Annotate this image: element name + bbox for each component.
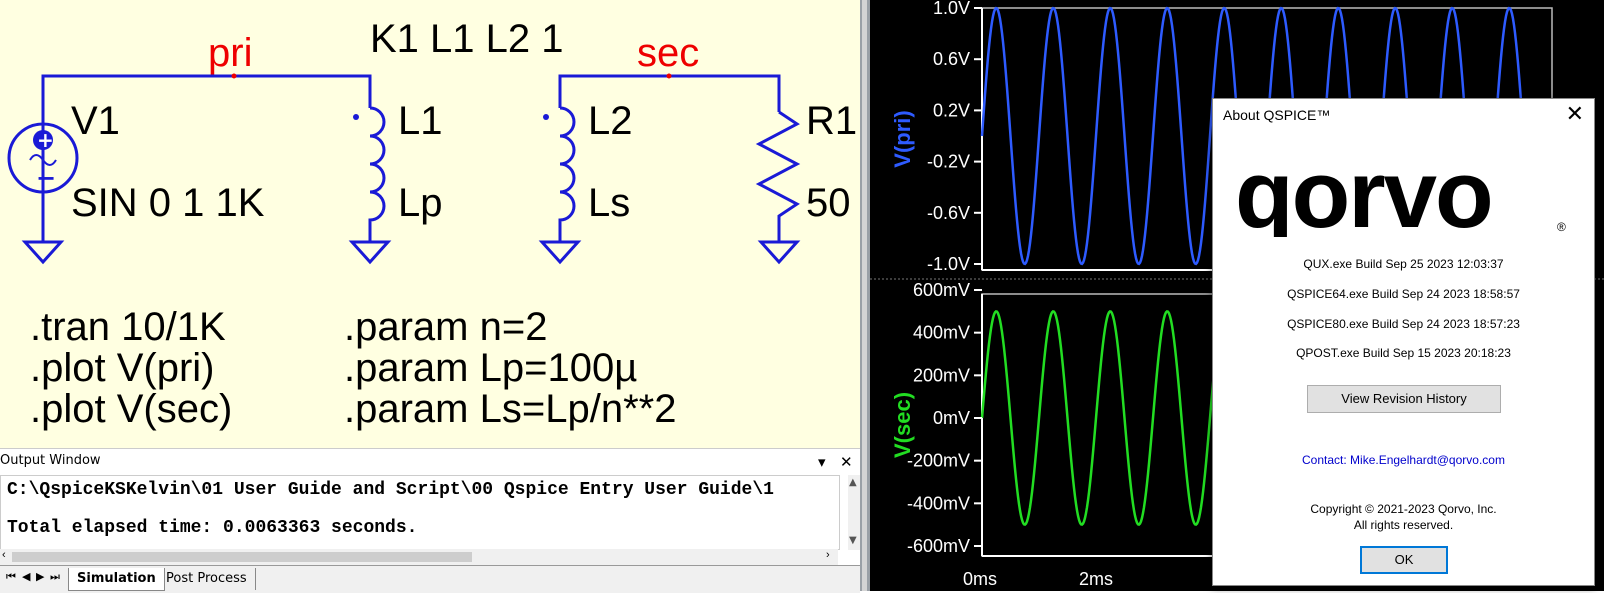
y-tick-label: 200mV (913, 365, 970, 385)
scroll-up-icon[interactable]: ▲ (849, 477, 857, 488)
dropdown-arrow-icon[interactable]: ▾ (818, 453, 826, 471)
directive-plot-pri[interactable]: .plot V(pri) (30, 346, 215, 390)
build-line-qspice64: QSPICE64.exe Build Sep 24 2023 18:58:57 (1287, 287, 1520, 301)
directive-param-ls[interactable]: .param Ls=Lp/n**2 (344, 387, 676, 431)
net-junction (666, 73, 672, 79)
net-label-pri[interactable]: pri (208, 31, 252, 75)
y-tick-label: -600mV (907, 536, 970, 556)
svg-text:−: − (36, 164, 56, 192)
y-axis-label-sec[interactable]: V(sec) (890, 392, 915, 458)
phase-dot (353, 114, 359, 120)
directive-tran[interactable]: .tran 10/1K (30, 305, 226, 349)
l1-name[interactable]: L1 (398, 99, 443, 143)
contact-link[interactable]: Contact: Mike.Engelhardt@qorvo.com (1302, 453, 1505, 467)
tab-post-process[interactable]: Post Process (158, 568, 256, 590)
v1-name[interactable]: V1 (71, 99, 120, 143)
tab-simulation[interactable]: Simulation (68, 568, 165, 591)
ground-symbol (538, 240, 582, 265)
coupling-directive[interactable]: K1 L1 L2 1 (370, 17, 564, 61)
vertical-scrollbar[interactable]: ▲ ▼ (848, 475, 860, 550)
horizontal-scroll-thumb[interactable] (12, 552, 472, 562)
y-tick-label: 400mV (913, 323, 970, 343)
scroll-left-icon[interactable]: ‹ (2, 549, 6, 561)
build-line-qpost: QPOST.exe Build Sep 15 2023 20:18:23 (1296, 346, 1511, 360)
copyright-text: Copyright © 2021-2023 Qorvo, Inc. (1310, 502, 1497, 516)
y-tick-label: -400mV (907, 493, 970, 513)
ground-symbol (348, 240, 392, 265)
close-icon[interactable]: ✕ (1565, 101, 1584, 126)
about-dialog: About QSPICE™ ✕ qorvo ® QUX.exe Build Se… (1212, 98, 1595, 586)
ground-symbol (21, 240, 65, 265)
build-line-qspice80: QSPICE80.exe Build Sep 24 2023 18:57:23 (1287, 317, 1520, 331)
pane-splitter[interactable] (860, 0, 870, 591)
y-tick-label: -0.2V (927, 152, 970, 172)
directive-param-n[interactable]: .param n=2 (344, 305, 547, 349)
r1-name[interactable]: R1 (806, 99, 857, 143)
output-window-title: Output Window (0, 453, 101, 468)
ok-button[interactable]: OK (1360, 546, 1448, 574)
inductor-l1[interactable] (368, 106, 386, 242)
y-tick-label: 0mV (933, 408, 970, 428)
output-line-path: C:\QspiceKSKelvin\01 User Guide and Scri… (7, 480, 774, 500)
sine-icon (29, 154, 57, 166)
close-icon[interactable]: ✕ (840, 453, 853, 471)
y-tick-label: -200mV (907, 451, 970, 471)
registered-mark: ® (1557, 220, 1566, 234)
qorvo-logo: qorvo ® (1235, 147, 1566, 237)
net-label-sec[interactable]: sec (637, 31, 699, 75)
l1-value[interactable]: Lp (398, 181, 443, 225)
schematic-canvas[interactable]: + − pri sec K1 L1 L2 1 V1 SIN 0 1 1K L1 … (0, 0, 860, 448)
y-axis-label-pri[interactable]: V(pri) (890, 110, 915, 167)
schematic-editor[interactable]: + − pri sec K1 L1 L2 1 V1 SIN 0 1 1K L1 … (0, 0, 860, 448)
output-tab-bar: ⏮ ◀ ▶ ⏭ Simulation Post Process (0, 565, 860, 593)
dialog-title: About QSPICE™ (1223, 107, 1331, 123)
net-junction (231, 73, 237, 79)
directive-param-lp[interactable]: .param Lp=100µ (344, 346, 637, 390)
view-revision-history-button[interactable]: View Revision History (1307, 385, 1501, 413)
y-tick-label: 0.6V (933, 49, 970, 69)
scroll-down-icon[interactable]: ▼ (849, 535, 857, 546)
tab-next-icon[interactable]: ▶ (36, 570, 45, 583)
splitter-grip[interactable] (862, 0, 867, 591)
svg-text:+: + (37, 128, 54, 152)
horizontal-scrollbar[interactable]: ‹ › (0, 549, 838, 565)
logo-text: qorvo (1235, 147, 1492, 237)
v1-value[interactable]: SIN 0 1 1K (71, 181, 265, 225)
inductor-l2[interactable] (558, 106, 576, 242)
x-tick-label: 2ms (1079, 569, 1113, 589)
output-window: Output Window ▾ ✕ C:\QspiceKSKelvin\01 U… (0, 448, 860, 593)
l2-value[interactable]: Ls (588, 181, 630, 225)
tab-prev-icon[interactable]: ◀ (22, 570, 31, 583)
y-tick-label: -0.6V (927, 203, 970, 223)
resistor-r1[interactable] (755, 110, 801, 242)
rights-text: All rights reserved. (1353, 518, 1454, 532)
y-tick-label: 1.0V (933, 0, 970, 18)
tab-last-icon[interactable]: ⏭ (50, 570, 60, 583)
y-tick-label: -1.0V (927, 254, 970, 274)
output-line-elapsed: Total elapsed time: 0.0063363 seconds. (7, 518, 418, 538)
y-tick-label: 600mV (913, 280, 970, 300)
l2-name[interactable]: L2 (588, 99, 633, 143)
y-tick-label: 0.2V (933, 100, 970, 120)
directive-plot-sec[interactable]: .plot V(sec) (30, 387, 232, 431)
scroll-right-icon[interactable]: › (826, 549, 830, 561)
output-text-area[interactable]: C:\QspiceKSKelvin\01 User Guide and Scri… (0, 475, 840, 550)
phase-dot (543, 114, 549, 120)
x-tick-label: 0ms (963, 569, 997, 589)
ground-symbol (757, 240, 801, 265)
r1-value[interactable]: 50 (806, 181, 851, 225)
tab-first-icon[interactable]: ⏮ (6, 570, 16, 583)
source-plus-icon (33, 130, 53, 150)
build-line-qux: QUX.exe Build Sep 25 2023 12:03:37 (1303, 257, 1504, 271)
